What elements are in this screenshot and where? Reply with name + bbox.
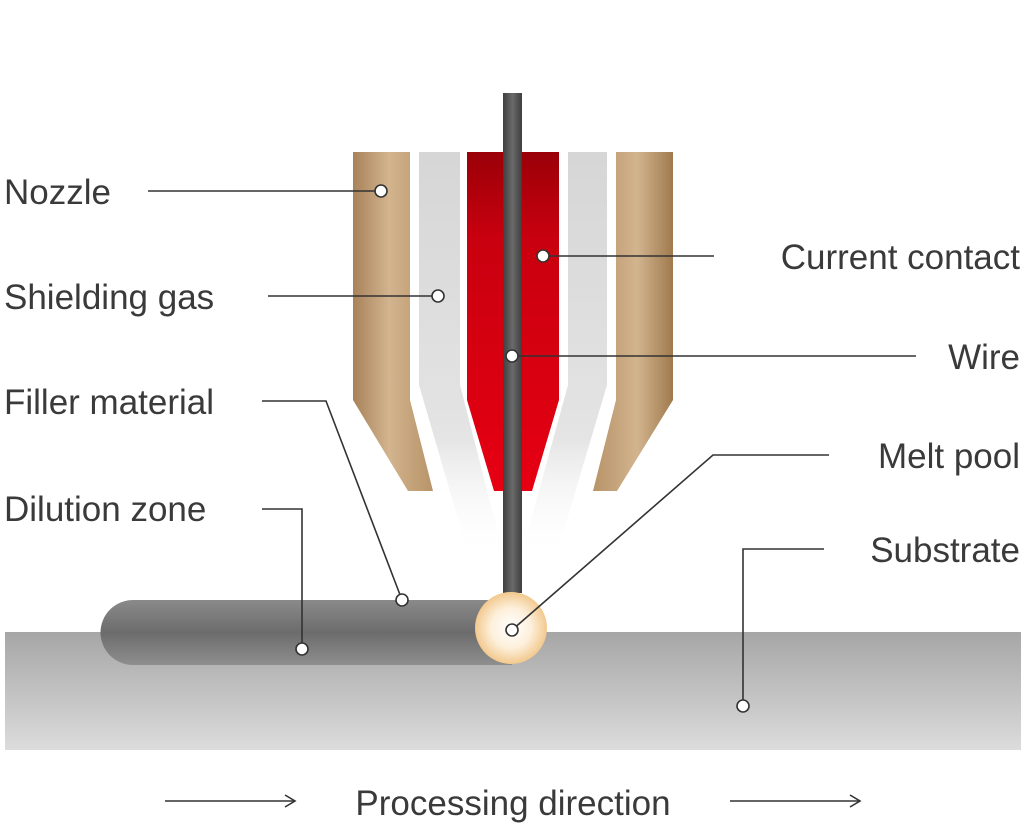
leader-melt-pool — [511, 454, 829, 631]
label-filler-material: Filler material — [4, 383, 214, 422]
leader-filler-material — [262, 400, 403, 601]
label-wire: Wire — [948, 338, 1020, 377]
label-melt-pool: Melt pool — [878, 437, 1020, 476]
nozzle-right-wall — [593, 152, 673, 491]
label-shielding-gas: Shielding gas — [4, 278, 214, 317]
shielding-gas-right — [520, 152, 607, 560]
dot-nozzle — [374, 184, 388, 198]
dot-wire — [505, 349, 519, 363]
dot-dilution-zone — [295, 642, 309, 656]
label-substrate: Substrate — [870, 531, 1020, 570]
leader-lines — [148, 190, 916, 706]
leader-dots — [295, 184, 750, 713]
dot-filler-material — [395, 593, 409, 607]
direction-arrow-left-head-icon — [284, 794, 297, 808]
dot-shielding-gas — [431, 289, 445, 303]
label-dilution-zone: Dilution zone — [4, 490, 206, 529]
leader-dilution-zone — [262, 508, 303, 649]
clad-bead — [100, 600, 512, 665]
dot-substrate — [736, 699, 750, 713]
label-processing-direction: Processing direction — [355, 784, 670, 823]
processing-direction: Processing direction — [165, 784, 862, 823]
wire-rod — [503, 93, 522, 593]
label-current-contact: Current contact — [781, 238, 1021, 277]
leader-substrate — [742, 548, 824, 706]
dot-current-contact — [536, 249, 550, 263]
shielding-gas-left — [419, 152, 505, 560]
dot-melt-pool — [505, 623, 519, 637]
direction-arrow-right-head-icon — [849, 794, 862, 808]
nozzle-left-wall — [353, 152, 433, 491]
label-nozzle: Nozzle — [4, 173, 111, 212]
